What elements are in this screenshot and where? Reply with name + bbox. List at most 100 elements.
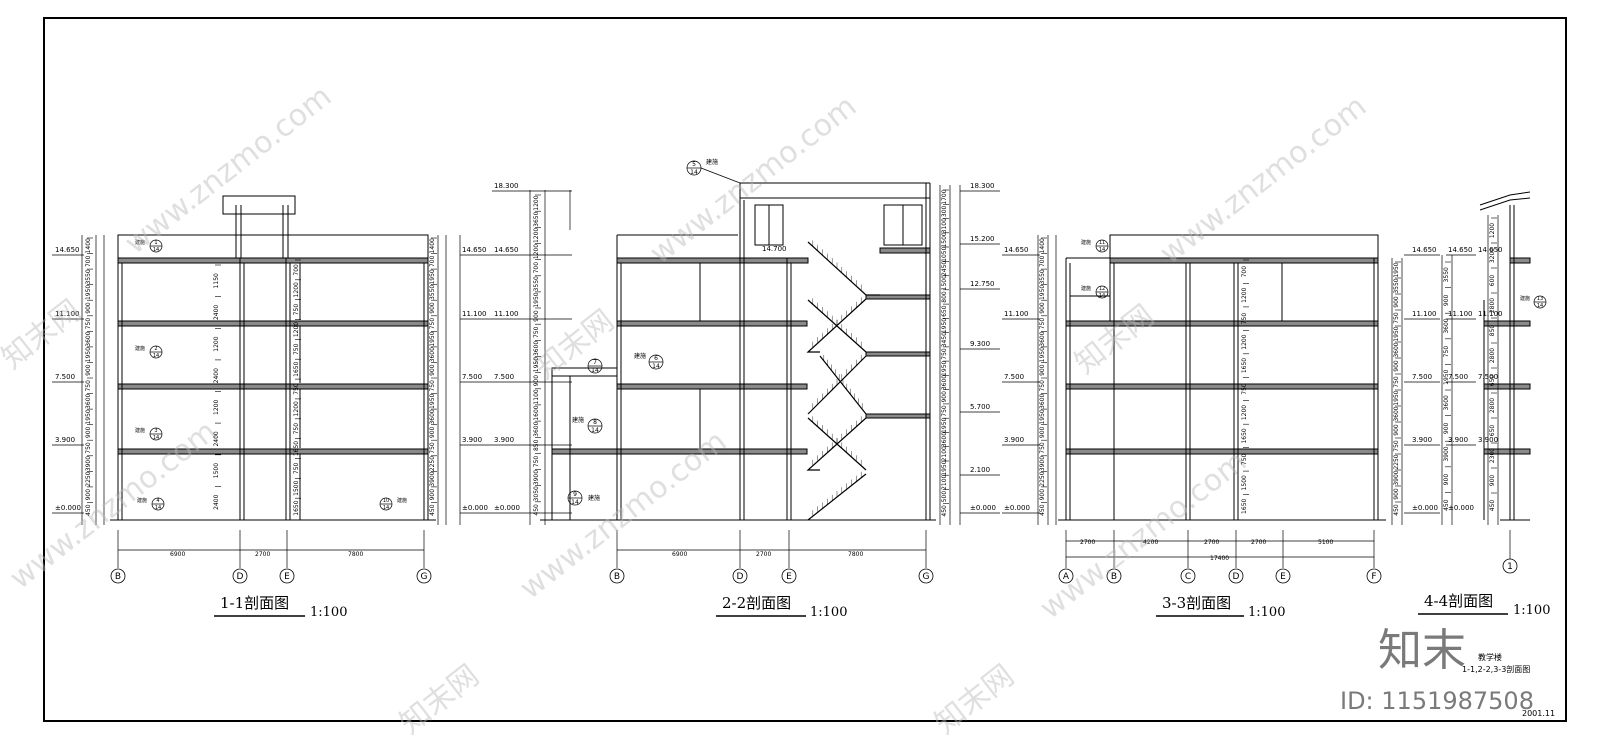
s3-dims-right-5: 3600: [1393, 342, 1400, 357]
s1-dims-inner-3: 2400: [213, 368, 220, 383]
s1-dims-inner-0: 1150: [213, 273, 220, 288]
s2-callout-9-den: 14: [571, 499, 579, 506]
s1-dims-inner2-6: 750: [293, 383, 300, 395]
s1-dims-left-5: 750: [85, 318, 92, 330]
s1-dims-inner2-column: 7001200750120075016507501200750165075015…: [293, 259, 301, 516]
s2-dims-left-column: 1200365012001200700355019509007503600195…: [533, 194, 541, 516]
s4-elev-left-3: 3.900: [1448, 436, 1468, 444]
s3-dims-left-13: 750: [1039, 442, 1046, 454]
s3-dims-inner-0: 700: [1241, 266, 1248, 278]
s2-axis-D: D: [737, 572, 744, 582]
s3-dims-right-13: 3900: [1393, 470, 1400, 485]
s2-dims-right-11: 750: [941, 348, 948, 360]
s2-dims-left-15: 850: [533, 439, 540, 451]
s2-dims-left-7: 900: [533, 310, 540, 322]
s3-callout-12-den: 14: [1099, 293, 1105, 299]
s1-axis-G: G: [421, 572, 428, 582]
s1-dims-inner-2: 1200: [213, 336, 220, 351]
s2-callout-5-den: 14: [690, 169, 698, 176]
s4-dims-left-8: 900: [1443, 474, 1450, 486]
s3-dims-left-3: 1950: [1039, 285, 1046, 300]
s2-dims-left-16: 750: [533, 456, 540, 468]
s2-callout-6-num: 6: [654, 355, 658, 362]
s3-dims-inner-2: 750: [1241, 313, 1248, 325]
s2-dims-right-18: 2100: [941, 446, 948, 461]
s4-elev-mid-1: 11.100: [1478, 310, 1503, 318]
s3-dims-right-1: 3550: [1393, 278, 1400, 293]
s2-callout-6-label: 建施: [634, 352, 646, 360]
s3-dims-right-0: 1950: [1393, 262, 1400, 277]
s1-bottom-dim-2: 7800: [348, 551, 363, 558]
s3-dims-left-5: 750: [1039, 318, 1046, 330]
s1-dims-inner-5: 2400: [213, 431, 220, 446]
s1-callout-3-den: 14: [153, 435, 159, 441]
s3-bottom-dim-4: 5100: [1318, 539, 1333, 546]
s3-bottom-dim-0: 2700: [1080, 539, 1095, 546]
s4-dims-left-9: 450: [1443, 499, 1450, 511]
s1-dims-inner2-4: 750: [293, 343, 300, 355]
s2-bottom-dim-2: 7800: [848, 551, 863, 558]
s3-elev-left-4: ±0.000: [1004, 504, 1030, 512]
s4-dims-left-5: 3600: [1443, 395, 1450, 410]
s4-dims-right-11: 450: [1489, 500, 1496, 512]
s1-dims-right-5: 750: [429, 318, 436, 330]
s3-dims-inner-10: 1650: [1241, 498, 1248, 513]
s1-callout-10-label: 建施: [397, 497, 407, 504]
s1-bottom-dim-0: 6900: [170, 551, 185, 558]
s1-dims-inner2-7: 1200: [293, 401, 300, 416]
s4-dims-left-6: 900: [1443, 422, 1450, 434]
s2-axis-E: E: [786, 572, 792, 582]
s2-dims-right-14: 900: [941, 391, 948, 403]
s2-elev-left-3: 7.500: [494, 373, 514, 381]
s1-elev-right-0: 14.650: [462, 246, 487, 254]
s3-elev-right-0: 14.650: [1412, 246, 1437, 254]
s1-dims-left-13: 750: [85, 442, 92, 454]
s1-axis-B: B: [115, 572, 121, 582]
s2-dims-left-0: 1200: [533, 195, 540, 210]
s4-dims-right-8: 650: [1489, 425, 1496, 437]
s4-dims-left-4: 1950: [1443, 369, 1450, 384]
s1-callout-1-num: 1: [154, 240, 157, 246]
s1-dims-left-17: 450: [85, 504, 92, 516]
s3-dims-inner-8: 750: [1241, 453, 1248, 465]
s3-dims-right-8: 1950: [1393, 390, 1400, 405]
s3-dims-right-11: 750: [1393, 440, 1400, 452]
s1-dims-right-13: 750: [429, 442, 436, 454]
s2-dims-left-5: 3550: [533, 276, 540, 291]
s3-dims-right-column: 1950355090075019503600900750195036009007…: [1393, 261, 1401, 516]
s1-dims-inner2-2: 750: [293, 304, 300, 316]
s4-dims-right-7: 2800: [1489, 398, 1496, 413]
s2-scale: 1:100: [810, 605, 847, 620]
s1-callout-1-label: 建施: [135, 239, 145, 246]
s2-dims-right-4: 1050: [941, 246, 948, 261]
s3-dims-left-12: 900: [1039, 426, 1046, 438]
s3-axis-B: B: [1111, 572, 1117, 582]
s2-dims-left-1: 3650: [533, 211, 540, 226]
s1-dims-inner2-3: 1200: [293, 322, 300, 337]
s2-dims-left-8: 750: [533, 326, 540, 338]
s2-callout-5-num: 5: [692, 161, 696, 168]
s3-dims-right-7: 750: [1393, 376, 1400, 388]
s1-title: 1-1剖面图: [220, 594, 289, 612]
s1-dims-right-11: 3600: [429, 409, 436, 424]
s1-dims-left-4: 900: [85, 302, 92, 314]
s1-dims-right-15: 3900: [429, 471, 436, 486]
s2-elev-right-6: ±0.000: [970, 504, 996, 512]
s1-elev-left-3: 3.900: [55, 436, 75, 444]
s2-dims-right-16: 1950: [941, 417, 948, 432]
s3-dims-inner-9: 1500: [1241, 475, 1248, 490]
s1-dims-inner2-10: 750: [293, 462, 300, 474]
s4-dims-right-6: 650: [1489, 375, 1496, 387]
s4-dims-left-3: 750: [1443, 346, 1450, 358]
s3-dims-left-4: 900: [1039, 302, 1046, 314]
s3-elev-right-1: 11.100: [1412, 310, 1437, 318]
s1-dims-left-12: 900: [85, 426, 92, 438]
s3-bottom-dim-3: 2700: [1251, 539, 1266, 546]
s2-callout-7-den: 14: [591, 367, 599, 374]
s2-elev-left-0: 18.300: [494, 182, 519, 190]
s2-dims-right-9: 1950: [941, 318, 948, 333]
s2-callout-9-label: 建施: [588, 494, 600, 502]
s4-dims-left-1: 900: [1443, 294, 1450, 306]
